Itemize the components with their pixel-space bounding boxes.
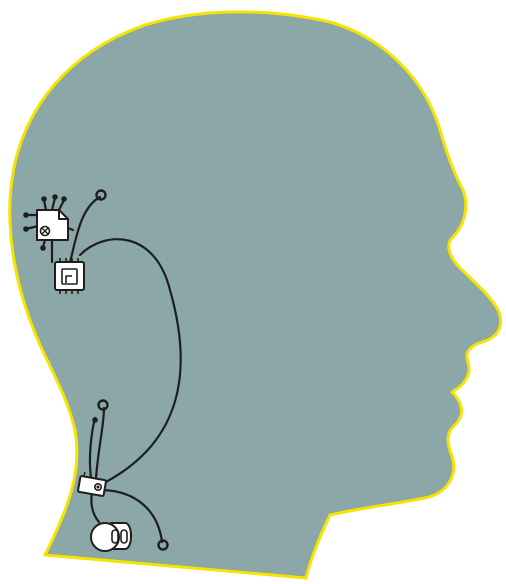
doc-pin-wire [50, 196, 57, 212]
upper-lead-wire [68, 195, 102, 264]
pin-end-dot [40, 245, 46, 251]
pin-end-dot [52, 194, 58, 200]
pin-end-dot [92, 417, 98, 423]
connector-block-icon [77, 471, 107, 497]
pin-end-dot [23, 212, 29, 218]
lower-lead-wire [98, 488, 164, 544]
document-module-icon [36, 209, 69, 241]
neck-lead-wire-b [94, 406, 106, 480]
neck-lead-terminal [97, 399, 109, 411]
processor-chip-icon [54, 258, 85, 294]
pin-end-dot [41, 196, 47, 202]
terminal-group [23, 189, 169, 551]
pin-end-dot [23, 226, 29, 232]
chip-to-connector-wire [78, 238, 182, 487]
power-pack-icon [90, 522, 132, 552]
upper-lead-terminal [95, 189, 107, 201]
pin-end-dot [61, 196, 67, 202]
connector-to-power-wire [90, 490, 101, 524]
head-silhouette [8, 10, 503, 580]
lower-lead-terminal [157, 539, 169, 551]
